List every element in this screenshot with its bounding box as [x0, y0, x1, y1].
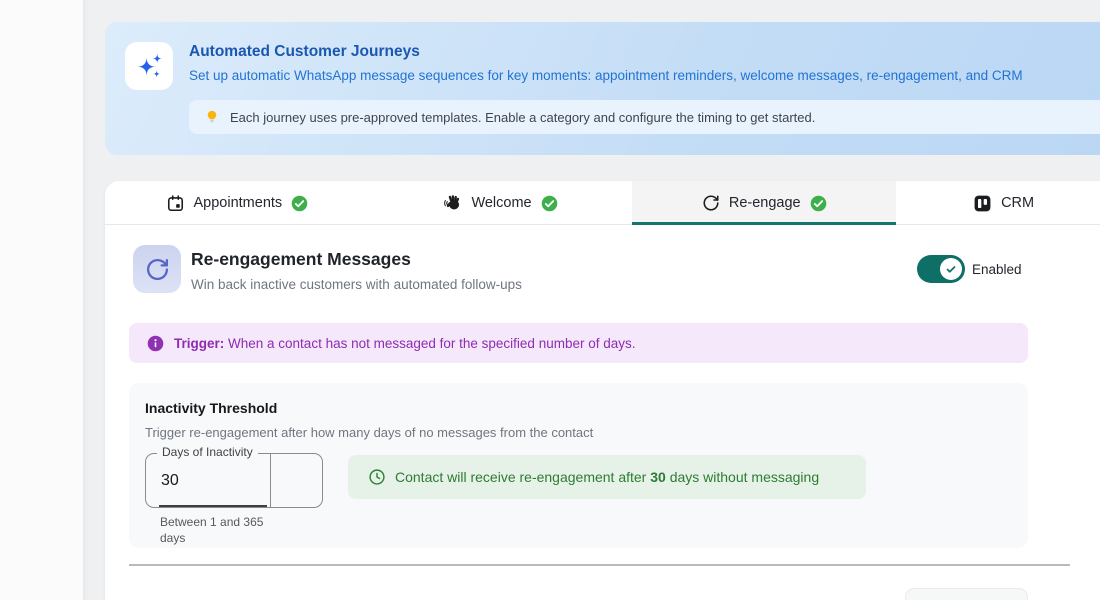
- threshold-title: Inactivity Threshold: [145, 400, 278, 416]
- threshold-description: Trigger re-engagement after how many day…: [145, 425, 594, 440]
- section-divider: [129, 564, 1070, 566]
- tab-label: Re-engage: [728, 195, 801, 211]
- trigger-label: Trigger:: [174, 335, 225, 351]
- tab-re-engage[interactable]: Re-engage: [632, 181, 897, 225]
- inactivity-threshold-panel: Inactivity Threshold Trigger re-engageme…: [129, 383, 1028, 548]
- section-subtitle: Win back inactive customers with automat…: [191, 277, 522, 292]
- check-circle-icon: [541, 195, 558, 212]
- summary-text: Contact will receive re-engagement after…: [395, 469, 820, 485]
- section-title: Re-engagement Messages: [191, 249, 411, 269]
- summary-days-value: 30: [650, 469, 666, 485]
- waving-hand-icon: [443, 194, 462, 213]
- re-engagement-summary-box: Contact will receive re-engagement after…: [348, 455, 866, 499]
- tab-label: CRM: [1001, 195, 1035, 211]
- journey-tabbar: Appointments: [105, 181, 1100, 225]
- banner-subtitle: Set up automatic WhatsApp message sequen…: [189, 68, 1023, 83]
- tip-box: Each journey uses pre-approved templates…: [189, 100, 1100, 134]
- trigger-text: Trigger: When a contact has not messaged…: [174, 335, 636, 351]
- refresh-icon: [702, 194, 720, 212]
- enabled-toggle[interactable]: [917, 255, 965, 283]
- tab-crm[interactable]: CRM: [896, 181, 1100, 225]
- tab-label: Welcome: [471, 195, 532, 211]
- banner-title: Automated Customer Journeys: [189, 43, 420, 60]
- partial-action-button[interactable]: [905, 588, 1028, 600]
- check-circle-icon: [291, 195, 308, 212]
- field-notch-divider: [270, 454, 271, 507]
- calendar-icon: [166, 194, 185, 213]
- journeys-card: Appointments: [105, 181, 1100, 600]
- re-engage-refresh-icon: [133, 245, 181, 293]
- field-underline: [159, 505, 267, 507]
- clock-icon: [368, 468, 386, 486]
- field-helper-text: Between 1 and 365 days: [160, 515, 264, 546]
- left-sidebar-strip: [0, 0, 83, 600]
- days-of-inactivity-field: Days of Inactivity: [145, 445, 323, 508]
- journeys-banner: Automated Customer Journeys Set up autom…: [105, 22, 1100, 155]
- kanban-icon: [973, 194, 992, 213]
- trigger-info-box: Trigger: When a contact has not messaged…: [129, 323, 1028, 363]
- info-icon: [147, 335, 164, 352]
- sparkles-icon: [125, 42, 173, 90]
- check-circle-icon: [810, 195, 827, 212]
- tab-welcome[interactable]: Welcome: [369, 181, 633, 225]
- toggle-label: Enabled: [972, 262, 1022, 277]
- tab-appointments[interactable]: Appointments: [105, 181, 369, 225]
- tab-label: Appointments: [193, 195, 283, 211]
- tip-text: Each journey uses pre-approved templates…: [230, 109, 816, 125]
- toggle-knob: [940, 258, 962, 280]
- lightbulb-icon: [204, 109, 220, 125]
- days-of-inactivity-input[interactable]: [161, 454, 256, 507]
